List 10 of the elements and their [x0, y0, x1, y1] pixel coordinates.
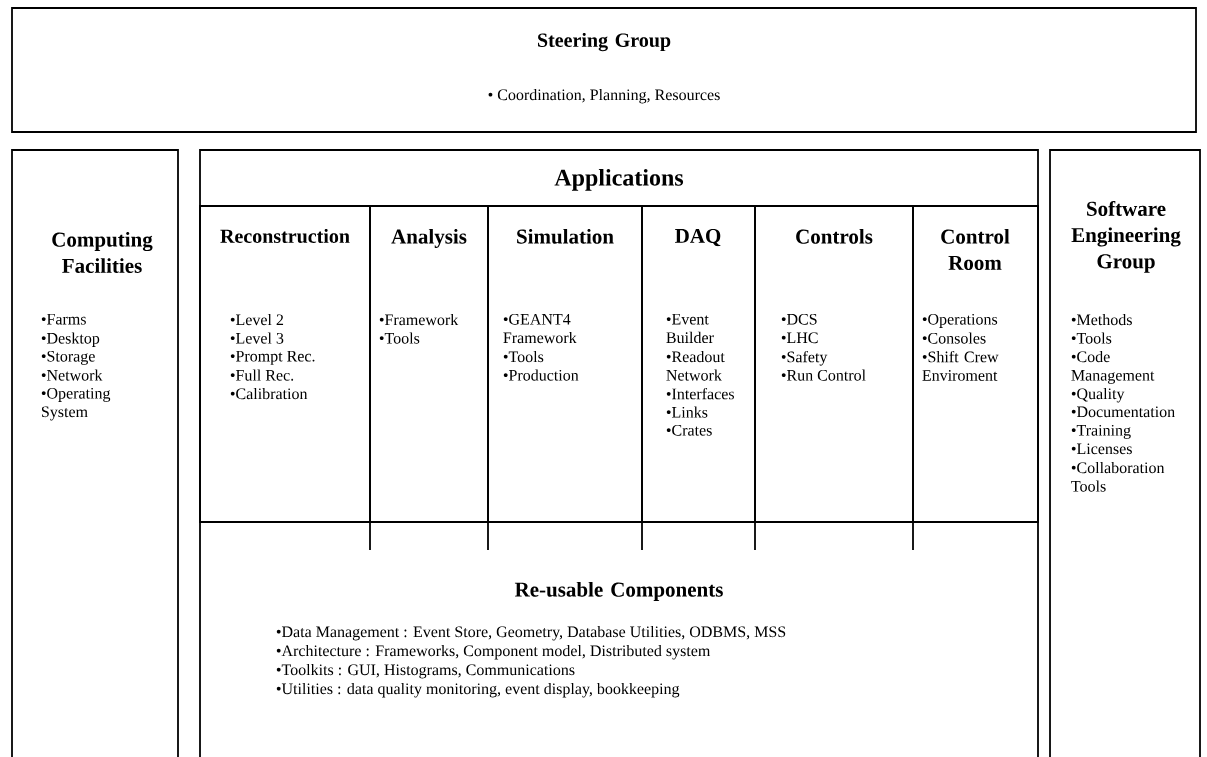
panel-box: Controls •DCS •LHC •Safety •Run Control	[754, 205, 914, 523]
panel-box: Steering Group • Coordination, Planning, Resources	[11, 7, 1197, 133]
panel-box: Analysis •Framework •Tools	[369, 205, 489, 523]
panel-section: Re-usable Components •Data Management : Event Store, Geometry, Database Utilities, ODBMS, MSS •Architecture : Frameworks, Component model, Distributed system •Toolkits : GUI, Histograms, Communications •Utilities : data quality monitoring, event display, bookkeeping	[276, 581, 786, 698]
panel-box: DAQ •Event Builder •Readout Network •Interfaces •Links •Crates	[641, 205, 756, 523]
panel-box: Control Room •Operations •Consoles •Shift Crew Enviroment	[912, 205, 1039, 523]
panel-box: Simulation •GEANT4 Framework •Tools •Production	[487, 205, 643, 523]
panel-box: Reconstruction •Level 2 •Level 3 •Prompt Rec. •Full Rec. •Calibration	[199, 205, 371, 523]
panel-box: Software Engineering Group •Methods •Tools •Code Management •Quality •Documentation •Training •Licenses •Collaboration Tools	[1049, 149, 1201, 757]
panel-box: Computing Facilities •Farms •Desktop •Storage •Network •Operating System	[11, 149, 179, 757]
